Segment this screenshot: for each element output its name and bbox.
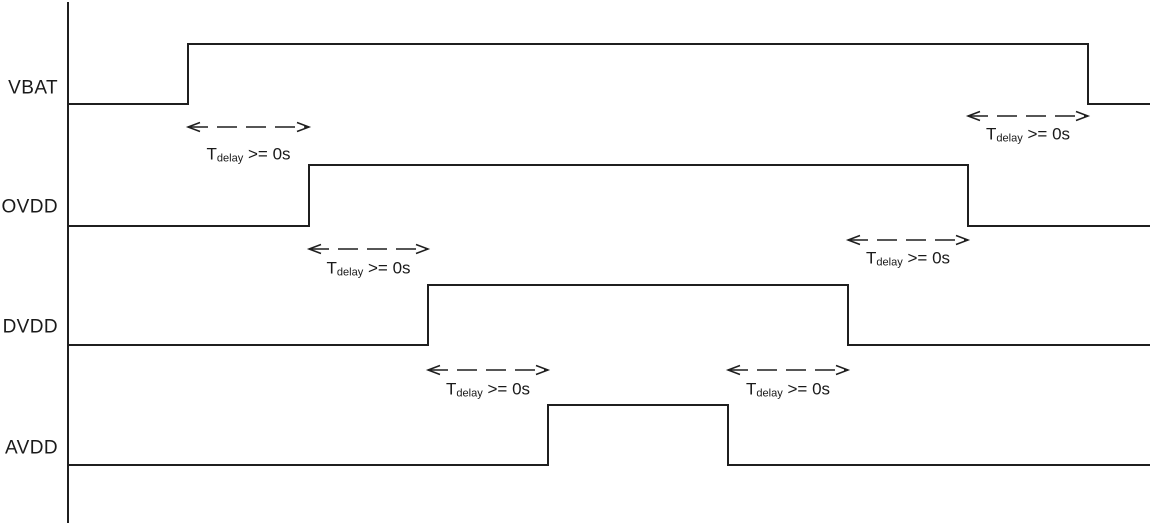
delay-annotation-label-iovdd-rise-to-dvdd-rise: Tdelay >= 0s bbox=[326, 258, 411, 279]
signal-label-dvdd: DVDD bbox=[2, 316, 58, 338]
signal-label-iovdd: IOVDD bbox=[0, 196, 58, 218]
arrowhead-left-icon bbox=[306, 243, 322, 255]
delay-annotation-label-dvdd-fall-to-iovdd-fall: Tdelay >= 0s bbox=[865, 248, 951, 269]
signal-iovdd-waveform bbox=[68, 164, 1150, 227]
arrowhead-left-icon bbox=[725, 364, 741, 376]
signal-avdd-waveform bbox=[68, 404, 1150, 466]
signal-vbat-waveform bbox=[68, 43, 1150, 105]
arrowhead-right-icon bbox=[415, 243, 431, 255]
arrowhead-right-icon bbox=[835, 364, 851, 376]
arrowhead-right-icon bbox=[296, 121, 312, 133]
signal-label-vbat: VBAT bbox=[8, 77, 58, 99]
arrowhead-right-icon bbox=[1075, 110, 1091, 122]
delay-annotation-label-vbat-rise-to-iovdd-rise: Tdelay >= 0s bbox=[206, 144, 291, 165]
arrowhead-left-icon bbox=[845, 234, 861, 246]
delay-annotation-label-dvdd-rise-to-avdd-rise: Tdelay >= 0s bbox=[445, 379, 531, 400]
delay-annotation-label-iovdd-fall-to-vbat-fall: Tdelay >= 0s bbox=[985, 124, 1071, 145]
arrowhead-left-icon bbox=[425, 364, 441, 376]
arrowhead-left-icon bbox=[185, 121, 201, 133]
signal-label-avdd: AVDD bbox=[5, 437, 58, 459]
arrowhead-right-icon bbox=[955, 234, 971, 246]
arrowhead-right-icon bbox=[535, 364, 551, 376]
signal-dvdd-waveform bbox=[68, 284, 1150, 346]
delay-annotation-label-avdd-fall-to-dvdd-fall: Tdelay >= 0s bbox=[745, 379, 831, 400]
arrowhead-left-icon bbox=[965, 110, 981, 122]
